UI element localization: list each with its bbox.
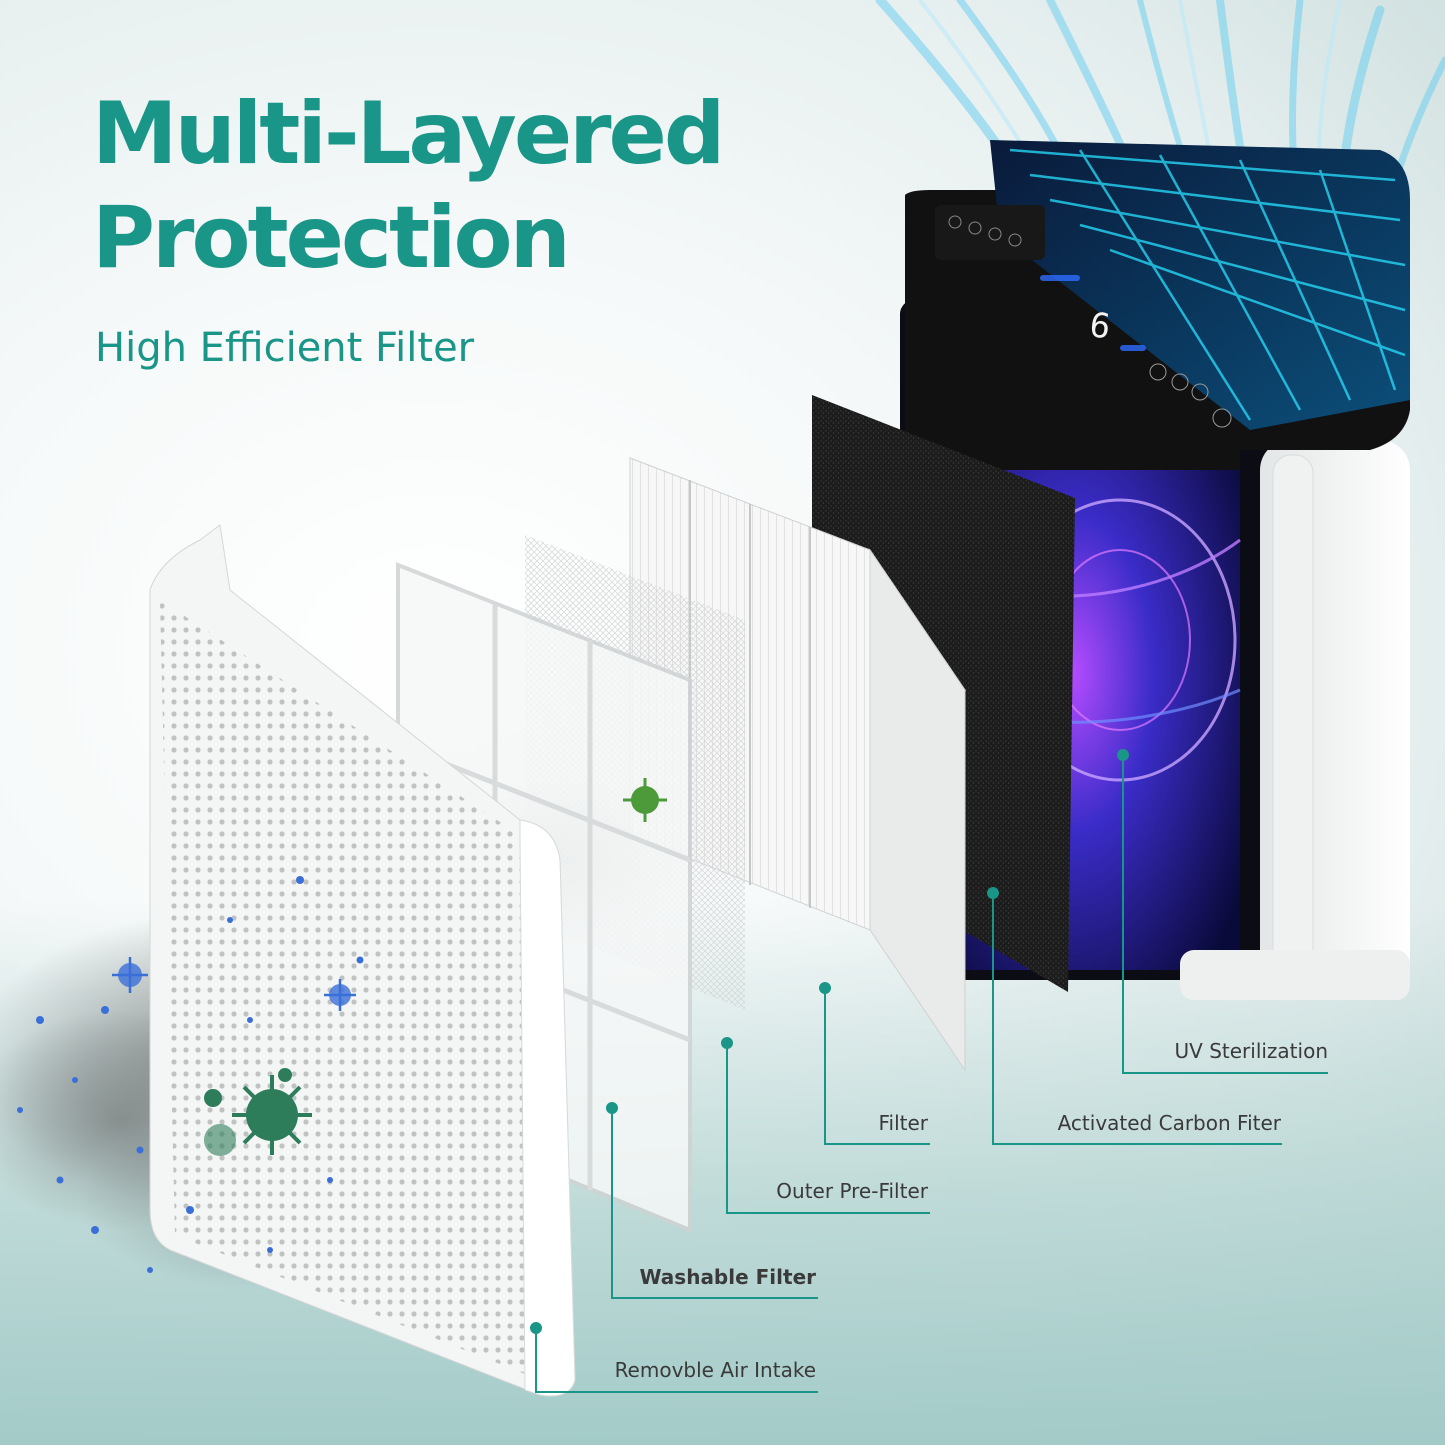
timer-button[interactable] <box>968 221 982 235</box>
title-line-1: Multi-Layered <box>92 84 725 184</box>
power-button[interactable] <box>1212 408 1232 428</box>
speed-button[interactable] <box>1191 383 1209 401</box>
display-uv-button[interactable] <box>948 215 962 229</box>
lock-button[interactable] <box>1008 233 1022 247</box>
title-line-2: Protection <box>92 188 571 288</box>
sleep-button[interactable] <box>1171 373 1189 391</box>
virus-icons <box>112 778 667 1156</box>
auto-button[interactable] <box>1149 363 1167 381</box>
label-filter: Filter <box>878 1111 928 1135</box>
control-panel: 6 <box>935 205 1232 428</box>
page-subtitle: High Efficient Filter <box>95 325 475 371</box>
page-title: Multi-Layered Protection <box>92 82 725 290</box>
label-air-intake: Removble Air Intake <box>614 1358 816 1382</box>
filter-button[interactable] <box>988 227 1002 241</box>
airborne-particles <box>17 876 364 1273</box>
label-activated-carbon: Activated Carbon Fiter <box>1057 1111 1281 1135</box>
callout-leader-lines <box>530 749 1328 1393</box>
label-outer-pre-filter: Outer Pre-Filter <box>776 1179 928 1203</box>
label-washable-filter: Washable Filter <box>639 1265 816 1289</box>
label-uv-sterilization: UV Sterilization <box>1174 1039 1328 1063</box>
